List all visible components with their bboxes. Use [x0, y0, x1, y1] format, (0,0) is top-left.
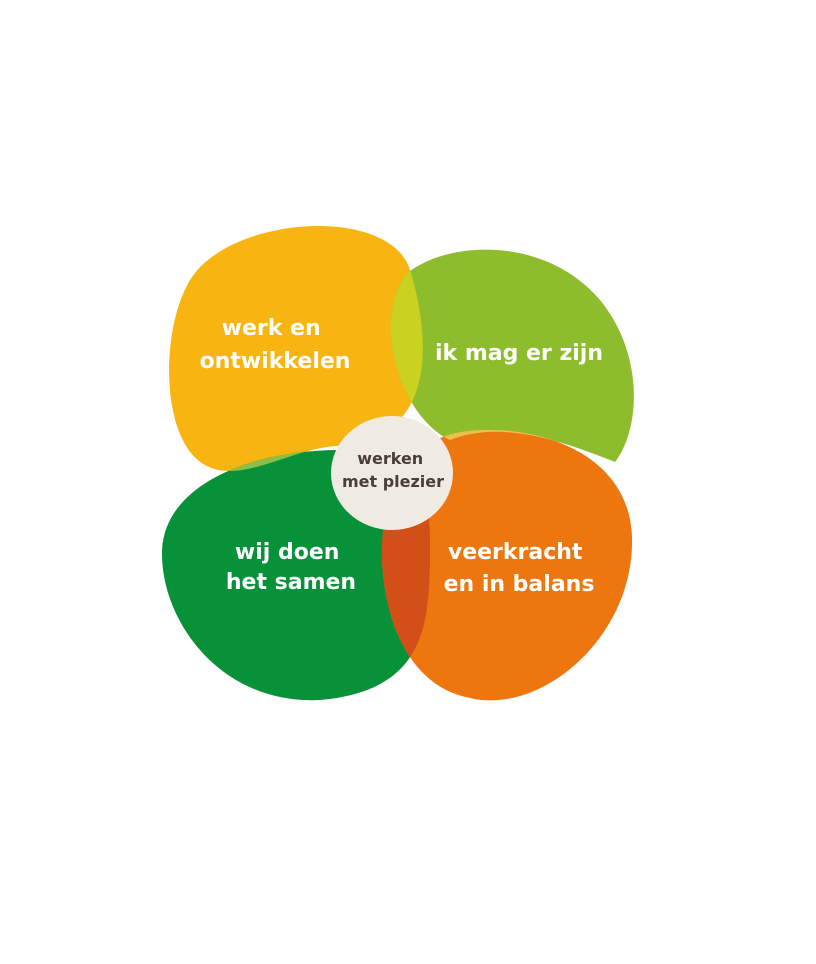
label-line: met plezier	[342, 472, 444, 491]
label-werk-en-ontwikkelen: werk en ontwikkelen	[200, 316, 351, 374]
label-veerkracht-en-in-balans: veerkracht en in balans	[444, 540, 595, 597]
label-ik-mag-er-zijn: ik mag er zijn	[435, 341, 603, 366]
label-line: veerkracht	[448, 540, 583, 565]
label-line: werk en	[222, 316, 321, 341]
label-line: en in balans	[444, 572, 595, 597]
label-line: werken	[357, 449, 423, 468]
label-werken-met-plezier: werken met plezier	[342, 449, 444, 491]
label-line: ontwikkelen	[200, 349, 351, 374]
label-wij-doen-het-samen: wij doen het samen	[226, 540, 356, 595]
center-circle	[331, 416, 453, 530]
label-line: wij doen	[235, 540, 340, 565]
label-line: ik mag er zijn	[435, 341, 603, 366]
label-line: het samen	[226, 570, 356, 595]
